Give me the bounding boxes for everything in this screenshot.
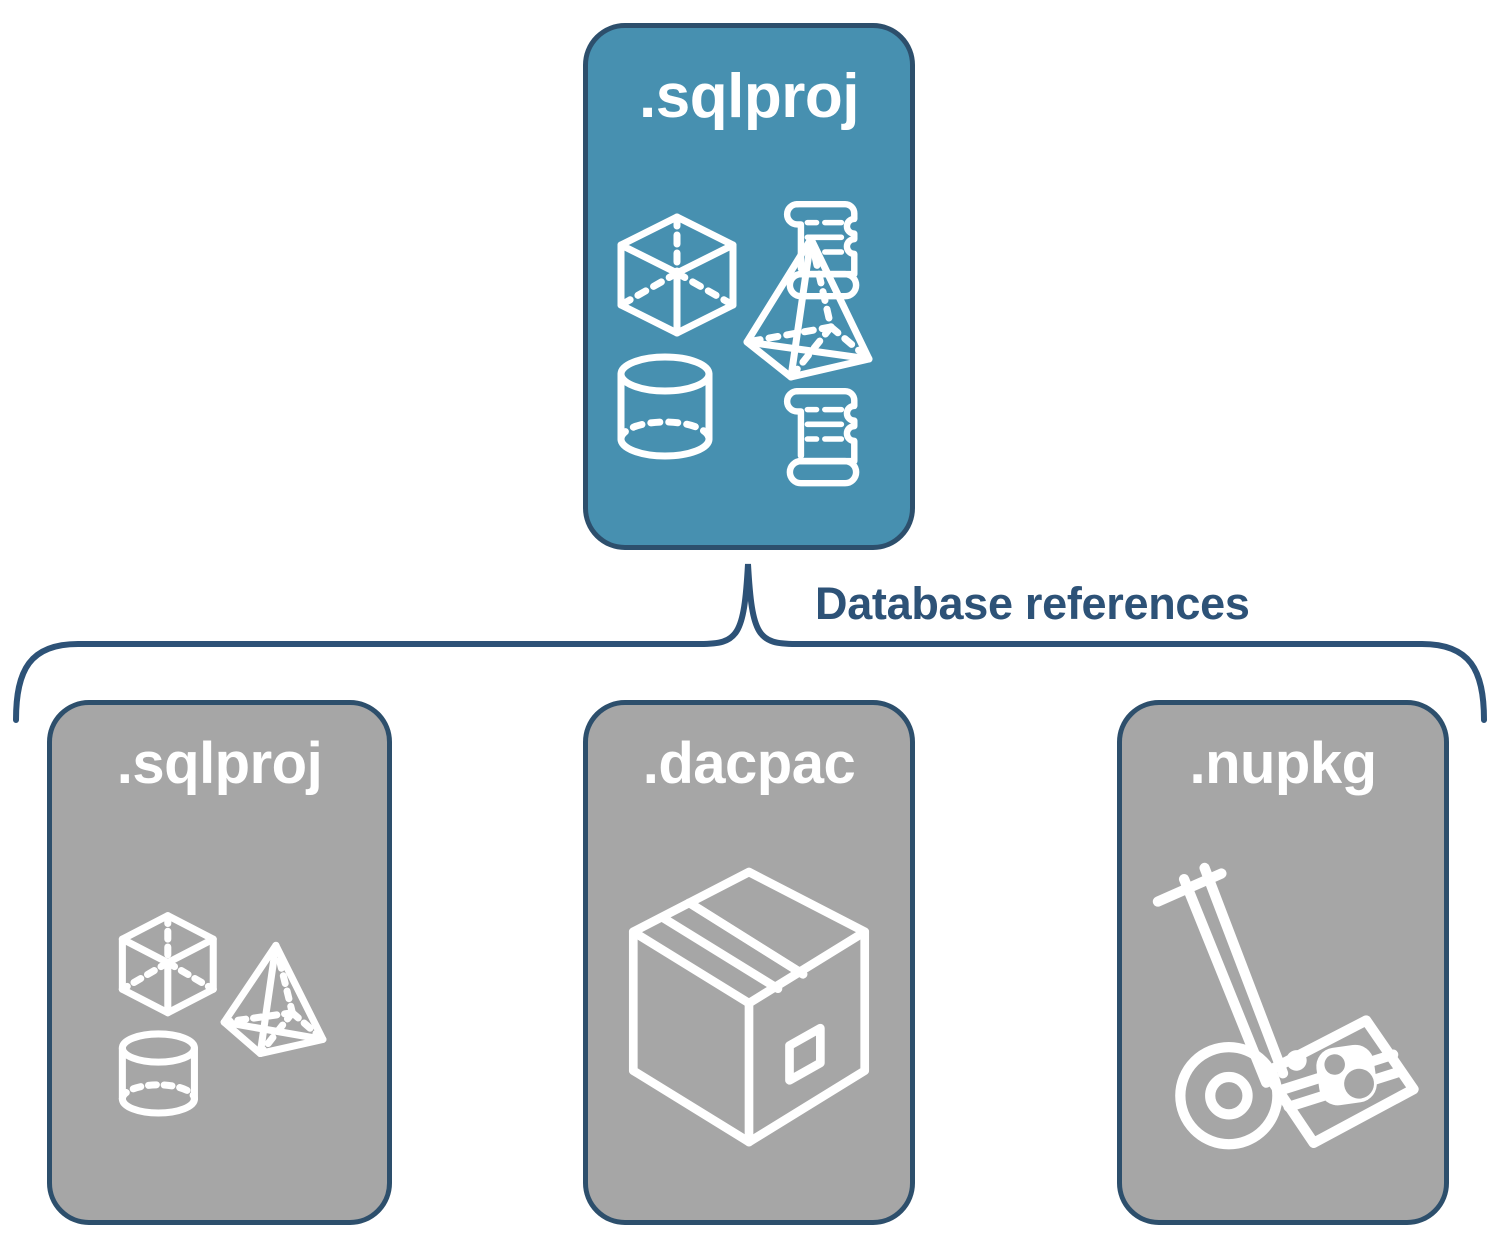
connector-label: Database references (815, 578, 1250, 629)
script-scroll-icon (783, 387, 860, 486)
nuget-package-box (1260, 1014, 1419, 1148)
hand-truck-illustration (1152, 862, 1419, 1149)
card-nupkg-reference[interactable]: .nupkg (1117, 700, 1449, 1225)
nuget-logo-holes (1324, 1053, 1375, 1099)
pyramid-wireframe-icon (743, 235, 873, 380)
cylinder-wireframe-icon (118, 1030, 198, 1117)
sqlproj-objects-illustration (118, 912, 327, 1117)
sqlproj-objects-illustration (617, 200, 873, 486)
hand-truck-package-icon (1152, 862, 1406, 1149)
card-title: .nupkg (1189, 731, 1377, 796)
shipping-box-icon (628, 867, 870, 1146)
card-artwork (588, 793, 910, 1220)
shipping-box-illustration (628, 867, 870, 1146)
card-sqlproj-reference[interactable]: .sqlproj (47, 700, 392, 1225)
card-title: .sqlproj (639, 62, 859, 131)
card-artwork (1122, 793, 1444, 1220)
card-sqlproj-source[interactable]: .sqlproj (583, 23, 915, 550)
card-title: .dacpac (642, 731, 856, 796)
cube-wireframe-icon (118, 912, 217, 1017)
cylinder-wireframe-icon (617, 353, 713, 459)
card-dacpac-reference[interactable]: .dacpac (583, 700, 915, 1225)
pyramid-wireframe-icon (220, 941, 327, 1058)
card-title: .sqlproj (116, 731, 323, 796)
cube-wireframe-icon (617, 213, 737, 336)
card-artwork (52, 793, 387, 1220)
card-artwork (588, 128, 910, 545)
